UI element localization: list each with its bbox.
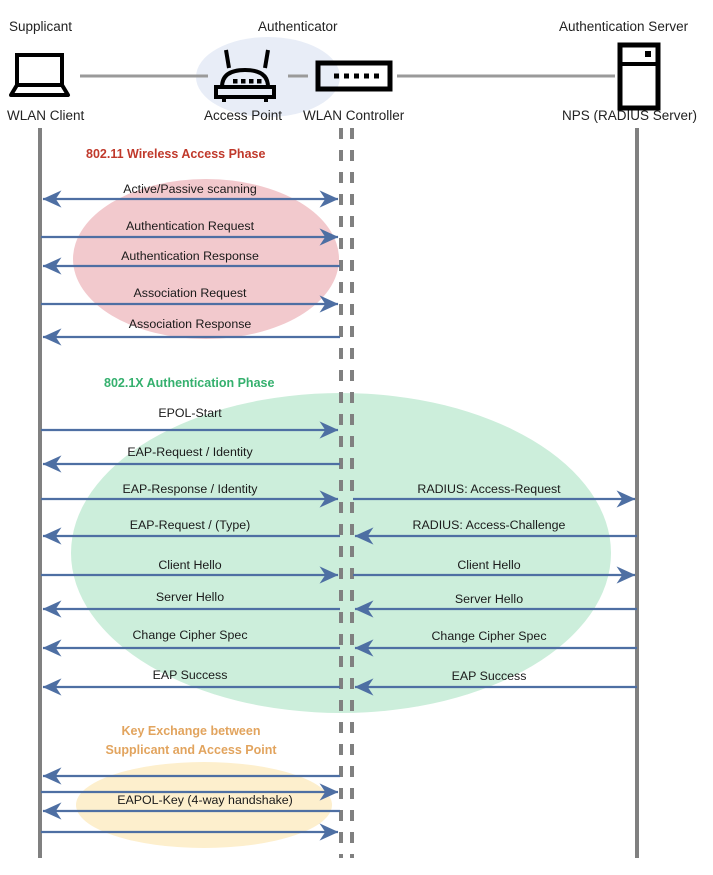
- message-label-radius-access-request: RADIUS: Access-Request: [417, 482, 561, 496]
- actor-name-wlan-controller: WLAN Controller: [303, 108, 405, 123]
- message-label-server-hello-right: Server Hello: [454, 592, 524, 606]
- message-label-association-response: Association Response: [128, 317, 252, 331]
- actor-name-wlan-client: WLAN Client: [7, 108, 85, 123]
- message-label-client-hello-right: Client Hello: [457, 558, 521, 572]
- message-label-authentication-response: Authentication Response: [121, 249, 259, 263]
- actor-role-authenticator: Authenticator: [258, 19, 338, 34]
- message-label-eap-success-right: EAP Success: [451, 669, 527, 683]
- message-label-authentication-request: Authentication Request: [125, 219, 255, 233]
- phase-1-title: 802.11 Wireless Access Phase: [86, 147, 266, 161]
- phase-2-title: 802.1X Authentication Phase: [104, 376, 275, 390]
- message-label-eap-request-type: EAP-Request / (Type): [129, 518, 251, 532]
- laptop-icon: [9, 53, 70, 97]
- message-label-active-passive-scanning: Active/Passive scanning: [123, 182, 257, 196]
- actor-name-nps-radius-server: NPS (RADIUS Server): [562, 108, 698, 123]
- phase-3-arrows: [41, 767, 340, 841]
- actor-name-access-point: Access Point: [204, 108, 283, 123]
- message-label-epol-start: EPOL-Start: [158, 406, 222, 420]
- actor-role-supplicant: Supplicant: [9, 19, 73, 34]
- message-label-eap-request-identity: EAP-Request / Identity: [127, 445, 253, 459]
- message-label-change-cipher-spec-right: Change Cipher Spec: [431, 629, 547, 643]
- message-label-association-request: Association Request: [133, 286, 247, 300]
- access-point-leds: [233, 79, 262, 84]
- phase-1-ellipse: [73, 179, 339, 339]
- network-switch-icon: [315, 60, 393, 92]
- phase-1-arrows: [41, 190, 340, 346]
- actor-role-authentication-server: Authentication Server: [559, 19, 689, 34]
- message-label-server-hello-left: Server Hello: [155, 590, 225, 604]
- message-label-eap-response-identity: EAP-Response / Identity: [122, 482, 258, 496]
- phase-2-arrows-left: [41, 421, 340, 696]
- message-label-radius-access-challenge: RADIUS: Access-Challenge: [412, 518, 566, 532]
- phase-3-ellipse: [76, 762, 332, 848]
- phase-3-title-line-2: Supplicant and Access Point: [105, 743, 277, 757]
- message-label-eap-success-left: EAP Success: [152, 668, 228, 682]
- phase-2-arrows-right: [353, 490, 637, 696]
- message-label-eapol-key: EAPOL-Key (4-way handshake): [117, 793, 293, 807]
- phase-3-title-line-1: Key Exchange between: [121, 724, 261, 738]
- wireless-router-icon: [214, 49, 276, 102]
- message-label-change-cipher-spec-left: Change Cipher Spec: [132, 628, 248, 642]
- message-label-client-hello-left: Client Hello: [158, 558, 222, 572]
- phase-3-title: Key Exchange between Supplicant and Acce…: [96, 722, 286, 760]
- server-icon: [617, 42, 661, 111]
